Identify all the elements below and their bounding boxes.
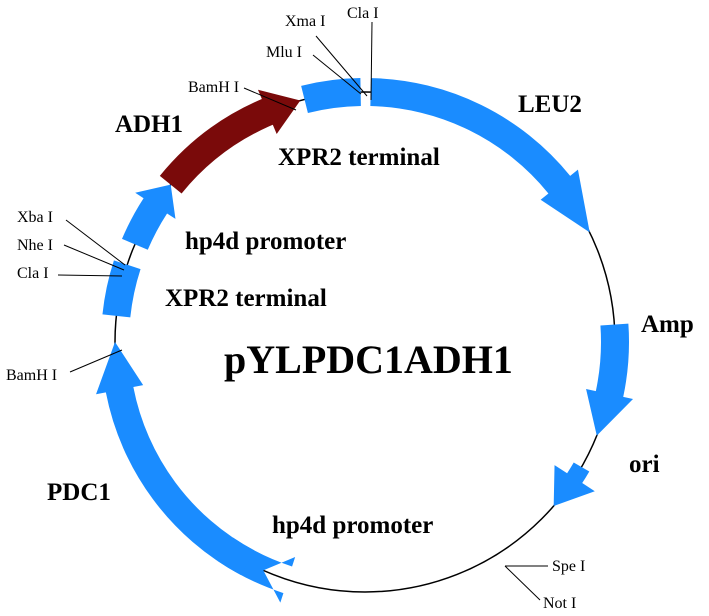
amp-label: Amp (641, 311, 694, 338)
site-labels: Xma I Cla I Mlu I BamH I Xba I Nhe I Cla… (6, 5, 585, 612)
feature-arcs (96, 78, 634, 603)
xba1-leader (65, 219, 126, 266)
adh1-arrow (159, 89, 301, 194)
hp4d-promoter-left-arrow (121, 184, 176, 250)
xpr2-terminal-top-block (301, 78, 361, 114)
nhe1-label: Nhe I (17, 237, 53, 254)
hp4d-promoter-bottom-label: hp4d promoter (272, 512, 433, 539)
bamh1-left-leader (69, 349, 123, 373)
mlu1-leader (312, 54, 362, 95)
pdc1-label: PDC1 (47, 479, 111, 506)
ori-arrow (553, 462, 595, 507)
plasmid-name: pYLPDC1ADH1 (224, 337, 513, 382)
leu2-label: LEU2 (518, 91, 582, 118)
hp4d-promoter-left-label: hp4d promoter (185, 228, 346, 255)
xpr2-terminal-left-block (102, 260, 141, 318)
leu2-arrow (370, 78, 590, 233)
site-leaders (57, 21, 548, 601)
cla1-left-leader (57, 274, 123, 277)
cla1-left-label: Cla I (17, 265, 49, 282)
spe1-label: Spe I (552, 558, 585, 575)
adh1-label: ADH1 (115, 111, 183, 138)
amp-arrow (586, 323, 634, 436)
xba1-label: Xba I (17, 209, 53, 226)
bamh1-top-label: BamH I (188, 79, 239, 96)
mlu1-label: Mlu I (266, 44, 302, 61)
xpr2-terminal-top-label: XPR2 terminal (278, 144, 440, 171)
nhe1-leader (63, 244, 125, 271)
not1-label: Not I (543, 595, 576, 612)
cla1-top-label: Cla I (347, 5, 379, 22)
xma1-leader (315, 35, 368, 97)
not1-leader (504, 565, 541, 601)
cla1-top-leader (370, 21, 373, 101)
pdc1-arrow (96, 342, 255, 576)
xma1-label: Xma I (285, 13, 325, 30)
bamh1-left-label: BamH I (6, 367, 57, 384)
bamh1-top-leader (243, 87, 297, 111)
ori-label: ori (629, 451, 660, 478)
xpr2-terminal-left-label: XPR2 terminal (165, 285, 327, 312)
feature-labels: LEU2 Amp ori hp4d promoter PDC1 XPR2 ter… (47, 91, 694, 539)
